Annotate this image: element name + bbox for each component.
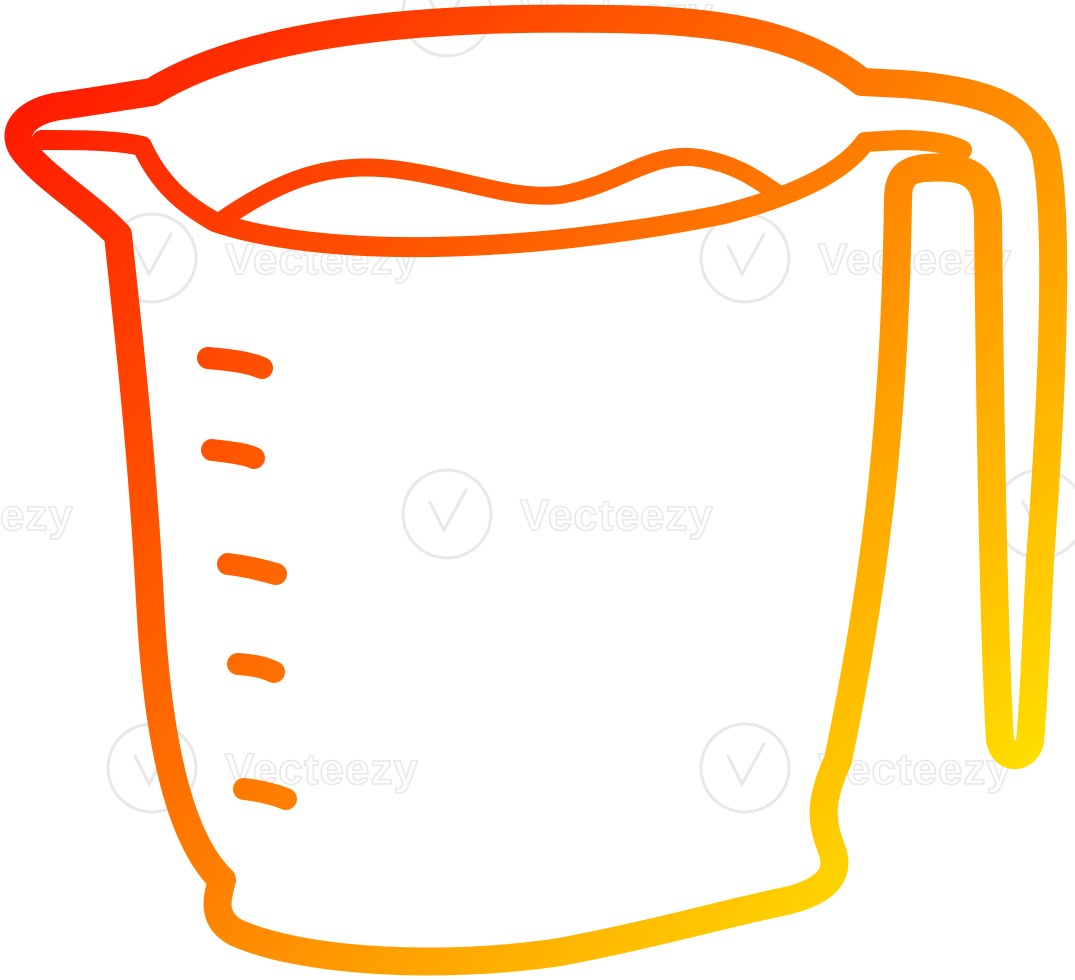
watermark-logo-icon [401,468,493,560]
watermark-logo-icon [699,722,791,814]
measurement-mark [217,553,287,585]
jug-rim-inner-edge [32,130,972,258]
watermark-layer: Vecteezy Vecteezy Vecteezy Vecteezy Vect… [0,0,1075,814]
measurement-mark [197,347,273,379]
measurement-mark [227,653,285,683]
measurement-mark [201,439,265,469]
watermark-text: Vecteezy [520,491,714,540]
jug-body-outline [4,4,1068,976]
watermark-text: Vecteezy [0,491,74,540]
watermark-logo-icon [699,212,791,304]
measurement-mark [233,778,297,810]
liquid-surface-wave [213,147,789,229]
jug-outline [4,4,1068,976]
